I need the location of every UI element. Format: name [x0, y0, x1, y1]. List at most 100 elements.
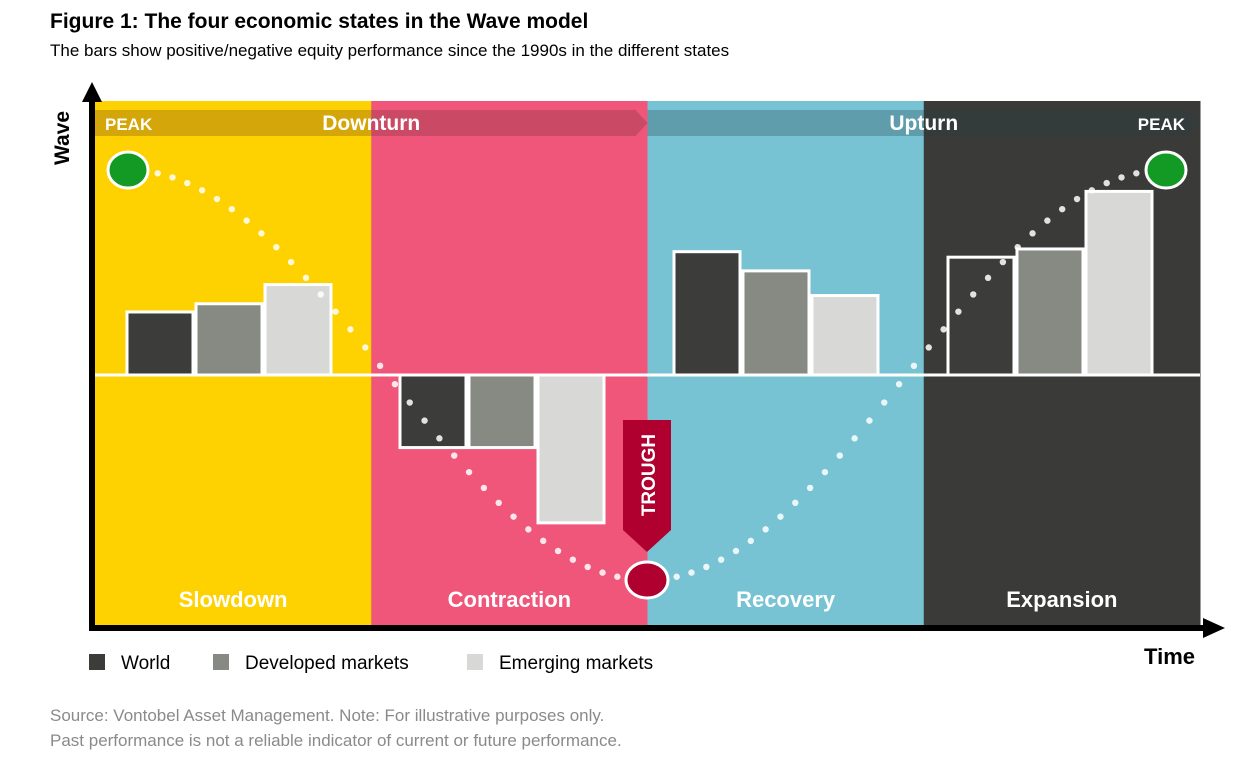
wave-dot	[154, 170, 161, 177]
band-upturn	[647, 110, 1200, 136]
wave-dot	[1118, 174, 1125, 181]
legend-label-emerging-markets: Emerging markets	[499, 653, 653, 674]
wave-dot	[955, 308, 962, 315]
legend-swatch-world	[89, 654, 105, 670]
peak-marker-left	[106, 150, 150, 190]
wave-dot	[1044, 217, 1051, 224]
wave-dot	[406, 399, 413, 406]
wave-dot	[836, 452, 843, 459]
wave-dot	[1029, 230, 1036, 237]
y-axis-label: Wave	[51, 111, 74, 165]
wave-dot	[584, 563, 591, 571]
state-label-recovery: Recovery	[736, 587, 836, 612]
peak-label-left: PEAK	[105, 115, 153, 134]
wave-dot	[317, 291, 324, 298]
trough-marker	[624, 560, 670, 600]
band-label-downturn: Downturn	[322, 112, 420, 135]
state-label-contraction: Contraction	[448, 587, 571, 612]
bar-slowdown-developed-markets	[194, 302, 264, 377]
wave-chart: Downturn Upturn PEAK PEAK TROUGH Slowdown Co…	[51, 82, 1225, 674]
peak-label-right: PEAK	[1138, 115, 1186, 134]
wave-dot	[762, 526, 769, 533]
legend-swatch-emerging-markets	[467, 654, 483, 670]
state-labels: Slowdown Contraction Recovery Expansion	[179, 587, 1118, 612]
x-axis-label: Time	[1144, 644, 1195, 669]
wave-dot	[495, 499, 502, 507]
wave-dot	[569, 556, 577, 563]
wave-dot	[940, 326, 947, 333]
bar-expansion-world	[946, 255, 1016, 377]
phase-bands: Downturn Upturn PEAK PEAK	[95, 110, 1200, 136]
wave-dot	[1073, 195, 1081, 203]
wave-dot	[673, 573, 680, 580]
wave-dot	[703, 563, 710, 571]
wave-dot	[999, 258, 1007, 266]
wave-dot	[480, 484, 488, 492]
bar-contraction-world	[398, 373, 468, 450]
wave-dot	[792, 499, 799, 507]
bar-recovery-emerging-markets	[810, 294, 880, 377]
bar-recovery-developed-markets	[741, 269, 811, 377]
cycle-markers: TROUGH	[106, 150, 1188, 600]
wave-dot	[688, 569, 695, 576]
band-label-upturn: Upturn	[889, 112, 958, 135]
legend: World Developed markets Emerging markets	[89, 653, 653, 674]
wave-dot	[866, 417, 873, 424]
wave-dot	[851, 435, 858, 442]
bar-contraction-developed-markets	[467, 373, 537, 450]
wave-dot	[258, 230, 265, 237]
trough-label: TROUGH	[639, 434, 660, 516]
bar-contraction-emerging-markets	[536, 373, 606, 525]
wave-dot	[169, 174, 176, 181]
source-note: Source: Vontobel Asset Management. Note:…	[50, 706, 605, 725]
trough-arrow	[623, 420, 671, 552]
wave-dot	[465, 468, 473, 476]
band-downturn	[95, 110, 648, 136]
wave-dot	[287, 258, 295, 266]
state-label-slowdown: Slowdown	[179, 587, 288, 612]
wave-dot	[1059, 205, 1066, 213]
wave-dot	[1014, 243, 1021, 251]
wave-dot	[540, 537, 547, 545]
wave-dot	[806, 484, 814, 492]
wave-dot	[213, 195, 221, 203]
bar-expansion-developed-markets	[1015, 247, 1085, 377]
bar-recovery-world	[672, 250, 742, 377]
y-axis-arrow	[82, 82, 102, 102]
wave-dot	[821, 468, 829, 476]
wave-dot	[881, 399, 888, 406]
wave-dot	[1103, 179, 1110, 187]
wave-dot	[910, 362, 918, 370]
wave-dot	[376, 362, 384, 370]
state-label-expansion: Expansion	[1006, 587, 1117, 612]
wave-dot	[436, 435, 443, 442]
wave-dot	[717, 556, 725, 563]
region-contraction	[371, 101, 648, 625]
wave-dot	[732, 547, 740, 555]
wave-dot	[451, 452, 458, 459]
bar-expansion-emerging-markets	[1084, 189, 1154, 377]
wave-dot	[525, 526, 532, 533]
wave-dot	[243, 217, 250, 224]
wave-dot	[614, 573, 621, 580]
wave-dot	[599, 569, 606, 576]
wave-curve	[139, 167, 1155, 583]
legend-label-world: World	[121, 653, 170, 674]
wave-dot	[184, 179, 191, 187]
wave-dot	[747, 537, 754, 545]
x-axis-arrow	[1203, 618, 1225, 638]
legend-label-developed-markets: Developed markets	[245, 653, 409, 674]
wave-dot	[1088, 187, 1096, 194]
chart-subtitle: The bars show positive/negative equity p…	[50, 41, 730, 60]
wave-dot	[984, 274, 992, 282]
wave-dot	[198, 187, 206, 194]
bars	[125, 189, 1154, 525]
wave-dot	[554, 547, 562, 555]
legend-swatch-developed-markets	[213, 654, 229, 670]
wave-dot	[391, 380, 399, 388]
wave-dot	[777, 513, 784, 520]
wave-dot	[332, 308, 339, 315]
disclaimer-note: Past performance is not a reliable indic…	[50, 731, 622, 750]
wave-dot	[302, 274, 310, 282]
